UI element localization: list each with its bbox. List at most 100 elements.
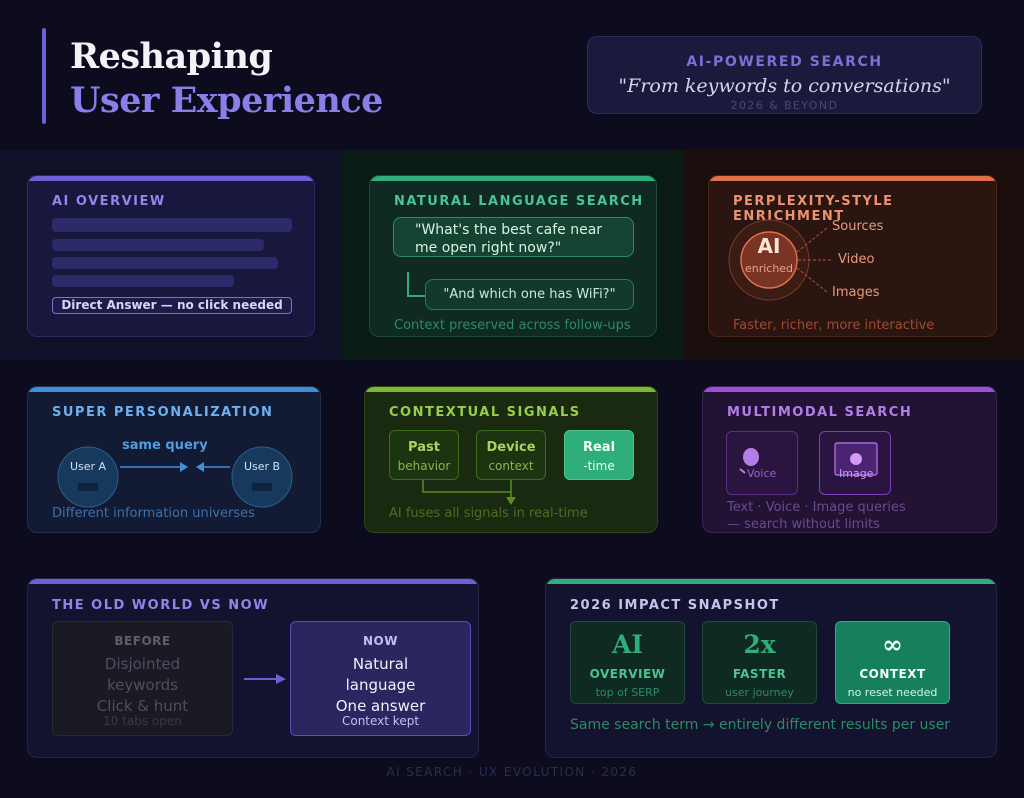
now-sub: Context kept bbox=[341, 714, 420, 728]
title-accent-bar bbox=[42, 28, 46, 124]
signal-label: Past bbox=[408, 440, 440, 455]
card-title: MULTIMODAL SEARCH bbox=[727, 405, 913, 420]
user-b-label: User B bbox=[243, 460, 281, 473]
answer-line bbox=[52, 239, 264, 251]
card-caption: AI fuses all signals in real-time bbox=[389, 506, 588, 521]
user-a-label: User A bbox=[69, 460, 107, 473]
card-title: SUPER PERSONALIZATION bbox=[52, 405, 274, 420]
card-caption: Context preserved across follow-ups bbox=[394, 318, 631, 333]
impact-sub: top of SERP bbox=[595, 686, 660, 699]
card-multimodal: MULTIMODAL SEARCH Voice Image Text · Voi… bbox=[702, 386, 997, 533]
now-label: NOW bbox=[363, 634, 398, 648]
personalization-diagram bbox=[57, 446, 293, 508]
impact-value: ∞ bbox=[882, 630, 903, 659]
impact-label: OVERVIEW bbox=[589, 667, 666, 681]
card-accent bbox=[703, 387, 996, 392]
now-line: Natural bbox=[352, 655, 409, 673]
microphone-icon bbox=[739, 448, 759, 474]
enrich-core: AI bbox=[757, 234, 781, 258]
image-label: Image bbox=[839, 467, 874, 480]
now-line: language bbox=[345, 676, 416, 694]
impact-card-overview: AI OVERVIEW top of SERP bbox=[570, 621, 685, 704]
before-line: keywords bbox=[107, 676, 178, 694]
card-personalization: SUPER PERSONALIZATION same query User A … bbox=[27, 386, 321, 533]
enrich-item-images: Images bbox=[832, 285, 880, 300]
hero-subtitle: 2026 & BEYOND bbox=[730, 99, 839, 112]
signal-label: Device bbox=[486, 440, 536, 455]
card-impact-snapshot: 2026 IMPACT SNAPSHOT AI OVERVIEW top of … bbox=[545, 578, 997, 758]
query-text: me open right now?" bbox=[415, 240, 562, 256]
signal-sub: behavior bbox=[397, 459, 451, 473]
answer-line bbox=[52, 218, 292, 232]
direct-answer-pill: Direct Answer — no click needed bbox=[52, 297, 292, 314]
card-title: THE OLD WORLD VS NOW bbox=[52, 598, 270, 613]
card-accent bbox=[365, 387, 657, 392]
card-accent bbox=[28, 387, 320, 392]
card-accent bbox=[28, 579, 478, 584]
card-title: CONTEXTUAL SIGNALS bbox=[389, 405, 581, 420]
same-query-label: same query bbox=[122, 438, 208, 453]
card-caption: Same search term → entirely different re… bbox=[570, 717, 951, 733]
followup-connector bbox=[407, 272, 426, 297]
enrichment-diagram bbox=[728, 219, 831, 301]
voice-input-box: Voice bbox=[726, 431, 798, 495]
card-caption-line2: — search without limits bbox=[727, 517, 880, 532]
card-accent bbox=[546, 579, 996, 584]
page-title-line1: Reshaping bbox=[70, 36, 273, 77]
voice-label: Voice bbox=[747, 467, 777, 480]
signal-past-behavior: Past behavior bbox=[389, 430, 459, 480]
before-sub: 10 tabs open bbox=[103, 714, 182, 728]
now-panel: NOW Natural language One answer Context … bbox=[290, 621, 471, 736]
answer-line bbox=[52, 275, 234, 287]
card-caption: Different information universes bbox=[52, 506, 255, 521]
card-title: PERPLEXITY-STYLE ENRICHMENT bbox=[733, 194, 894, 224]
signal-real-time: Real -time bbox=[564, 430, 634, 480]
impact-card-faster: 2x FASTER user journey bbox=[702, 621, 817, 704]
card-accent bbox=[370, 176, 656, 181]
answer-line bbox=[52, 257, 278, 269]
signal-sub: -time bbox=[583, 459, 615, 473]
signal-sub: context bbox=[488, 459, 534, 473]
before-line: Click & hunt bbox=[96, 697, 189, 715]
impact-value: 2x bbox=[743, 630, 776, 659]
query-bubble-2: "And which one has WiFi?" bbox=[425, 279, 634, 310]
card-accent bbox=[709, 176, 996, 181]
card-natural-language: NATURAL LANGUAGE SEARCH "What's the best… bbox=[369, 175, 657, 337]
card-contextual-signals: CONTEXTUAL SIGNALS Past behavior Device … bbox=[364, 386, 658, 533]
hero-quote: "From keywords to conversations" bbox=[618, 75, 951, 97]
impact-value: AI bbox=[611, 630, 644, 659]
card-caption: Faster, richer, more interactive bbox=[733, 318, 935, 333]
image-icon bbox=[834, 442, 878, 476]
card-enrichment: PERPLEXITY-STYLE ENRICHMENT AI enriched … bbox=[708, 175, 997, 337]
enrich-item-sources: Sources bbox=[832, 219, 884, 234]
hero-panel: AI-POWERED SEARCH "From keywords to conv… bbox=[587, 36, 982, 114]
card-title: AI OVERVIEW bbox=[52, 194, 166, 209]
enrich-core-sub: enriched bbox=[744, 262, 794, 275]
page-title-line2: User Experience bbox=[70, 80, 383, 121]
card-ai-overview: AI OVERVIEW Direct Answer — no click nee… bbox=[27, 175, 315, 337]
impact-label: CONTEXT bbox=[859, 667, 926, 681]
card-title: 2026 IMPACT SNAPSHOT bbox=[570, 598, 780, 613]
enrich-item-video: Video bbox=[838, 252, 875, 267]
card-title: NATURAL LANGUAGE SEARCH bbox=[394, 194, 644, 209]
query-bubble-1: "What's the best cafe near me open right… bbox=[393, 217, 634, 257]
signal-fusion-connector bbox=[422, 480, 516, 505]
before-line: Disjointed bbox=[104, 655, 181, 673]
now-line: One answer bbox=[335, 697, 426, 715]
footer-text: AI SEARCH · UX EVOLUTION · 2026 bbox=[386, 765, 638, 779]
before-label: BEFORE bbox=[114, 634, 171, 648]
card-caption-line1: Text · Voice · Image queries bbox=[727, 500, 906, 515]
hero-tag: AI-POWERED SEARCH bbox=[686, 54, 883, 70]
signal-device-context: Device context bbox=[476, 430, 546, 480]
impact-sub: user journey bbox=[725, 686, 794, 699]
card-accent bbox=[28, 176, 314, 181]
image-input-box: Image bbox=[819, 431, 891, 495]
before-panel: BEFORE Disjointed keywords Click & hunt … bbox=[52, 621, 233, 736]
signal-label: Real bbox=[582, 440, 616, 455]
card-old-world: THE OLD WORLD VS NOW BEFORE Disjointed k… bbox=[27, 578, 479, 758]
impact-sub: no reset needed bbox=[847, 686, 938, 699]
transition-arrow-icon bbox=[244, 674, 286, 684]
impact-card-context: ∞ CONTEXT no reset needed bbox=[835, 621, 950, 704]
impact-label: FASTER bbox=[732, 667, 787, 681]
query-text: "What's the best cafe near bbox=[415, 222, 603, 238]
